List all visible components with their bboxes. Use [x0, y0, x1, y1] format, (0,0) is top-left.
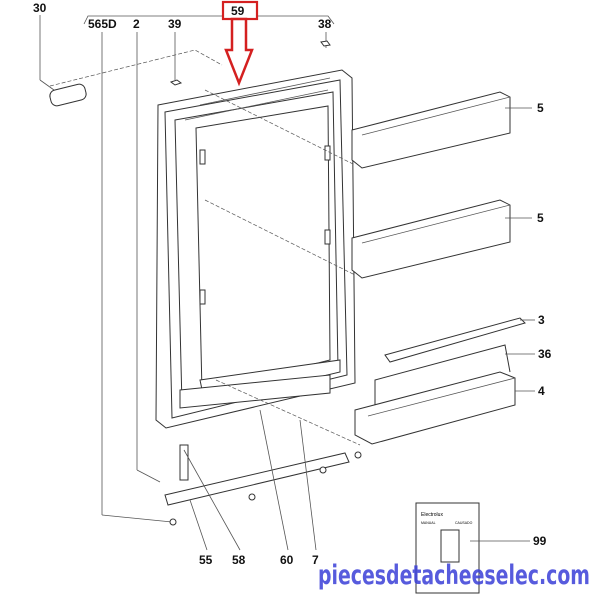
part-30-badge — [49, 83, 87, 107]
part-5-shelf-lower — [351, 199, 511, 279]
label-39: 39 — [168, 17, 182, 31]
part-99-manual: Electrolux MANUAL CAUSADO — [415, 502, 480, 594]
label-2: 2 — [133, 17, 140, 31]
manual-left-text: MANUAL — [421, 521, 436, 525]
label-60: 60 — [280, 553, 294, 567]
label-5-upper: 5 — [537, 101, 544, 115]
label-7: 7 — [312, 553, 319, 567]
label-55: 55 — [199, 553, 213, 567]
part-4-bottle-shelf — [354, 371, 516, 445]
part-55-hinge-bar — [164, 452, 350, 506]
door-frame — [155, 69, 356, 429]
label-36: 36 — [538, 347, 552, 361]
group-bracket — [83, 15, 335, 25]
label-58: 58 — [232, 553, 246, 567]
part-5-shelf-upper — [351, 91, 511, 169]
part-60-panel — [179, 374, 331, 409]
label-30: 30 — [33, 1, 47, 15]
label-59: 59 — [231, 4, 245, 18]
label-4: 4 — [538, 384, 545, 398]
label-565d: 565D — [88, 17, 117, 31]
label-5-lower: 5 — [537, 211, 544, 225]
part-39-screw — [169, 79, 183, 86]
red-arrow-icon — [224, 17, 254, 87]
manual-brand: Electrolux — [421, 512, 443, 518]
watermark: piecesdetacheeselec.com — [318, 560, 590, 591]
label-3: 3 — [538, 313, 545, 327]
manual-right-text: CAUSADO — [455, 521, 473, 525]
part-38-plug — [320, 40, 331, 47]
part-3-rail — [384, 317, 526, 363]
label-38: 38 — [318, 17, 332, 31]
part-36-wire-guard — [374, 344, 511, 405]
label-99: 99 — [533, 534, 547, 548]
part-58-spring — [179, 444, 189, 481]
